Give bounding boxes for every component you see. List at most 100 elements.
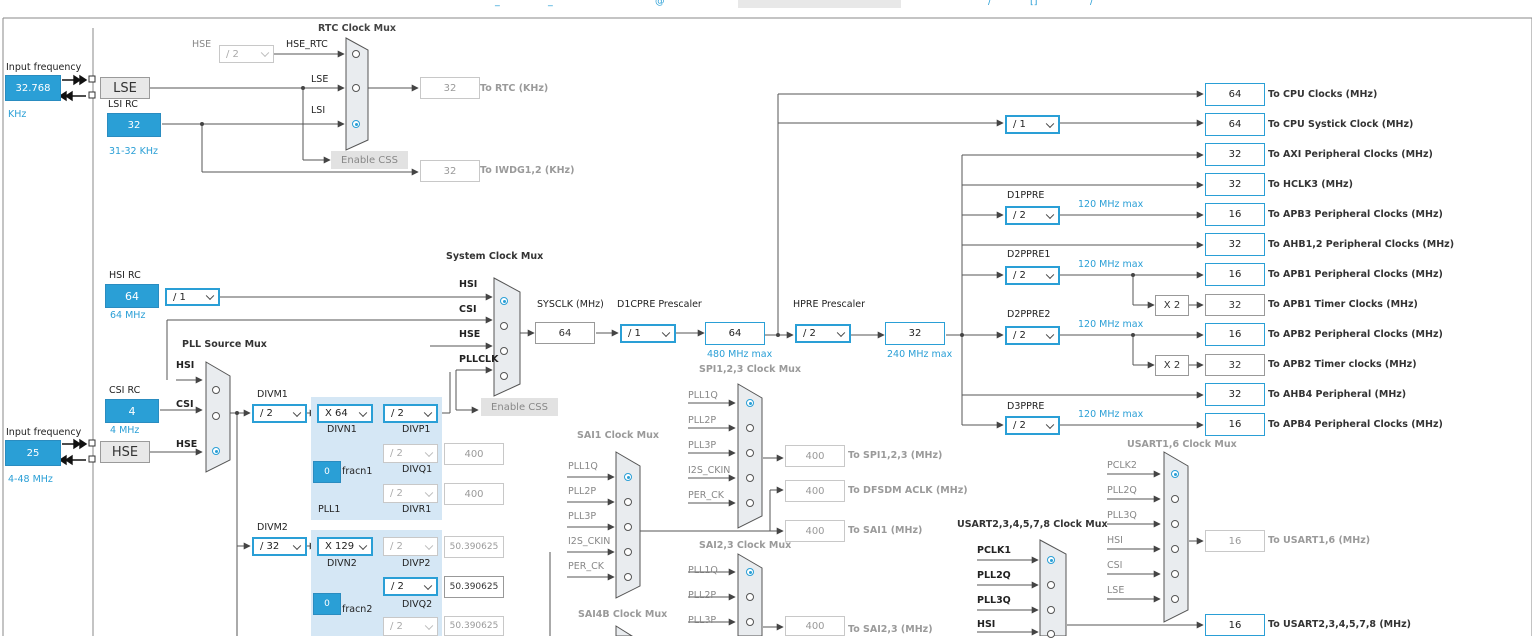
system-mux-option-pllclk[interactable]: [500, 372, 508, 380]
output-value[interactable]: 16: [1205, 263, 1265, 286]
d2ppre1-divider[interactable]: / 2: [1005, 266, 1060, 285]
pll1-divp-value: / 2: [391, 408, 404, 419]
pll1-divq-output[interactable]: 400: [444, 443, 504, 465]
output-value[interactable]: 16: [1205, 413, 1265, 436]
usart16-mux-option[interactable]: [1171, 595, 1179, 603]
output-value[interactable]: 64: [1205, 113, 1265, 136]
d3ppre-divider[interactable]: / 2: [1005, 416, 1060, 435]
sai1-mux-option[interactable]: [624, 498, 632, 506]
rtc-hse-divider[interactable]: / 2: [219, 45, 274, 63]
rtc-mux-option-hse[interactable]: [352, 50, 360, 58]
toolbar-label[interactable]: _: [495, 0, 500, 7]
d1ppre-divider[interactable]: / 2: [1005, 206, 1060, 225]
pll2-divn-select[interactable]: X 129: [317, 537, 373, 556]
sai1-mux-option[interactable]: [624, 473, 632, 481]
spi-mux-option[interactable]: [746, 474, 754, 482]
d1cpre-label: D1CPRE Prescaler: [617, 299, 702, 310]
usart2-mux-option[interactable]: [1047, 556, 1055, 564]
rtc-output-value[interactable]: 32: [420, 77, 480, 99]
sai23-mux-option[interactable]: [746, 593, 754, 601]
usart16-mux-option[interactable]: [1171, 520, 1179, 528]
lsi-value[interactable]: 32: [107, 113, 161, 137]
usart16-mux-option[interactable]: [1171, 470, 1179, 478]
pll1-fracn-value[interactable]: 0: [313, 461, 341, 483]
toolbar-label[interactable]: []: [1030, 0, 1038, 7]
rtc-mux-option-lse[interactable]: [352, 84, 360, 92]
dfsdm-output-value[interactable]: 400: [785, 480, 845, 502]
output-value[interactable]: 32: [1205, 354, 1265, 376]
usart16-mux-option[interactable]: [1171, 545, 1179, 553]
sai23-mux-option[interactable]: [746, 568, 754, 576]
pll2-divr-select[interactable]: / 2: [383, 617, 438, 636]
usart16-mux-option[interactable]: [1171, 495, 1179, 503]
pll1-divq-select[interactable]: / 2: [383, 444, 438, 463]
lse-input-frequency[interactable]: 32.768: [5, 75, 61, 101]
pll2-divp-output[interactable]: 50.390625: [444, 536, 504, 558]
lse-oscillator[interactable]: LSE: [100, 77, 150, 99]
sai1-mux-option[interactable]: [624, 548, 632, 556]
output-value[interactable]: 32: [1205, 143, 1265, 166]
sai1-mux-option[interactable]: [624, 523, 632, 531]
spi-mux-option[interactable]: [746, 424, 754, 432]
output-value[interactable]: 16: [1205, 203, 1265, 226]
iwdg-output-value[interactable]: 32: [420, 160, 480, 182]
spi-mux-option[interactable]: [746, 449, 754, 457]
sai1-output-value[interactable]: 400: [785, 520, 845, 542]
usart2-mux-option[interactable]: [1047, 606, 1055, 614]
d1cpre-divider[interactable]: / 1: [620, 324, 676, 343]
spi-output-value[interactable]: 400: [785, 445, 845, 467]
usart2-mux-option[interactable]: [1047, 581, 1055, 589]
pll1-divm-select[interactable]: / 2: [252, 404, 307, 423]
pll1-divr-output[interactable]: 400: [444, 483, 504, 505]
pll2-divr-output[interactable]: 50.390625: [444, 616, 504, 636]
hsi-value[interactable]: 64: [105, 284, 159, 308]
sysclk-value[interactable]: 64: [535, 322, 595, 344]
pll1-divr-select[interactable]: / 2: [383, 484, 438, 503]
output-value[interactable]: 32: [1205, 383, 1265, 406]
pll2-divq-select[interactable]: / 2: [383, 577, 438, 596]
sai23-output-value[interactable]: 400: [785, 616, 845, 636]
pll2-divm-select[interactable]: / 32: [252, 537, 307, 556]
system-mux-option-hse[interactable]: [500, 347, 508, 355]
pll2-divp-select[interactable]: / 2: [383, 537, 438, 556]
system-enable-css-button[interactable]: Enable CSS: [481, 398, 558, 416]
pll2-divq-output[interactable]: 50.390625: [444, 576, 504, 598]
rtc-enable-css-button[interactable]: Enable CSS: [331, 151, 408, 169]
toolbar-tab-active[interactable]: [738, 0, 901, 8]
pll-source-option-hse[interactable]: [212, 447, 220, 455]
toolbar-label[interactable]: _: [548, 0, 553, 7]
pll1-divn-select[interactable]: X 64: [317, 404, 373, 423]
system-mux-option-hsi[interactable]: [500, 297, 508, 305]
d2ppre2-divider[interactable]: / 2: [1005, 326, 1060, 345]
pll2-fracn-value[interactable]: 0: [313, 593, 341, 615]
pll-source-option-hsi[interactable]: [212, 386, 220, 394]
output-value[interactable]: 32: [1205, 294, 1265, 316]
pll-source-option-csi[interactable]: [212, 412, 220, 420]
usart16-output-value[interactable]: 16: [1205, 530, 1265, 552]
output-value[interactable]: 64: [1205, 83, 1265, 106]
usart2-output-value[interactable]: 16: [1205, 614, 1265, 636]
csi-value[interactable]: 4: [105, 399, 159, 423]
pll1-divp-select[interactable]: / 2: [383, 404, 438, 423]
hpre-output-value[interactable]: 32: [885, 322, 945, 345]
rtc-mux-option-lsi[interactable]: [352, 120, 360, 128]
system-mux-option-csi[interactable]: [500, 322, 508, 330]
spi-mux-option[interactable]: [746, 499, 754, 507]
hse-oscillator[interactable]: HSE: [100, 441, 150, 463]
sai1-mux-option[interactable]: [624, 573, 632, 581]
output-value[interactable]: 32: [1205, 173, 1265, 196]
spi-mux-option[interactable]: [746, 399, 754, 407]
hsi-divider[interactable]: / 1: [165, 288, 220, 306]
toolbar-label[interactable]: /: [1090, 0, 1094, 7]
hpre-divider[interactable]: / 2: [795, 324, 851, 343]
d1cpre-output-value[interactable]: 64: [705, 322, 765, 345]
hse-input-frequency[interactable]: 25: [5, 440, 61, 466]
usart16-mux-option[interactable]: [1171, 570, 1179, 578]
toolbar-label[interactable]: /: [988, 0, 992, 7]
systick-divider[interactable]: / 1: [1005, 115, 1060, 134]
sai23-mux-option[interactable]: [746, 618, 754, 626]
output-value[interactable]: 16: [1205, 323, 1265, 346]
toolbar-label[interactable]: @: [655, 0, 665, 7]
output-value[interactable]: 32: [1205, 233, 1265, 256]
usart2-mux-option[interactable]: [1047, 630, 1055, 638]
